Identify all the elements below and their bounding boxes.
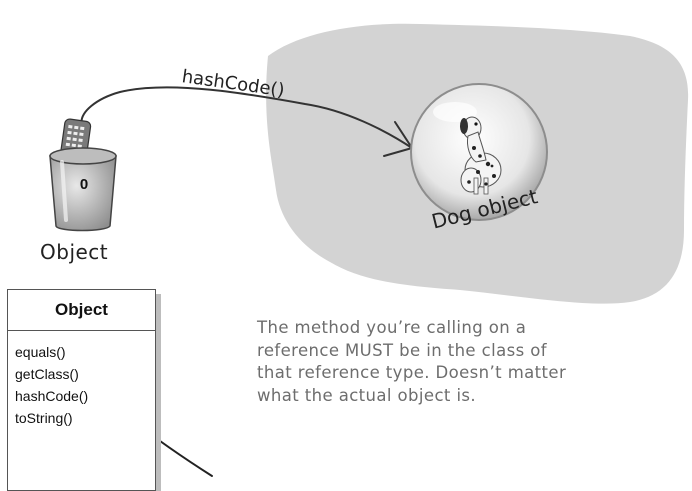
dalmatian-dog-image	[460, 116, 502, 195]
note-line: The method you’re calling on a	[257, 318, 527, 337]
class-diagram-box: Object equals() getClass() hashCode() to…	[7, 289, 156, 491]
explanation-note: The method you’re calling on a reference…	[257, 317, 677, 407]
method-item: equals()	[15, 344, 66, 360]
note-line: that reference type. Doesn’t matter	[257, 363, 567, 382]
call-arrow	[80, 86, 413, 149]
reference-cup	[49, 118, 117, 232]
reference-type-label: Object	[40, 240, 109, 264]
method-list: equals() getClass() hashCode() toString(…	[8, 331, 155, 429]
method-item: toString()	[15, 410, 73, 426]
class-name: Object	[8, 290, 155, 331]
note-line: what the actual object is.	[257, 385, 477, 405]
method-item: hashCode()	[15, 388, 89, 404]
method-item: getClass()	[15, 366, 79, 382]
note-line: reference MUST be in the class of	[257, 340, 547, 360]
sphere-highlight	[433, 102, 477, 122]
reference-value: 0	[79, 176, 89, 193]
